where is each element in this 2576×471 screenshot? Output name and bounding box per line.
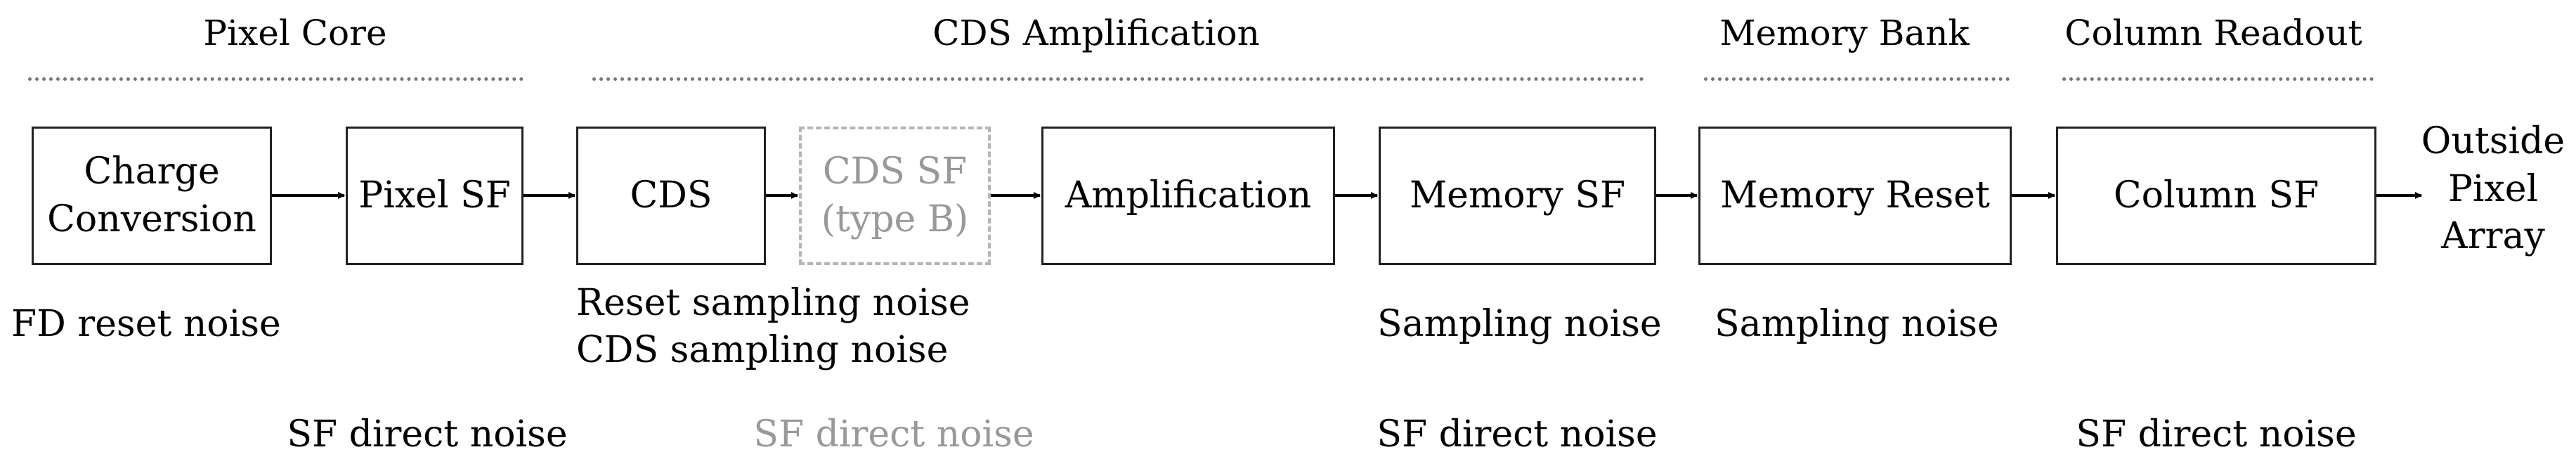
noise-reset-sampling: Reset sampling noise (576, 282, 970, 324)
noise-fd-reset: FD reset noise (11, 303, 281, 345)
section-rule-pixel-core (28, 77, 523, 81)
section-title-column-readout: Column Readout (2064, 13, 2362, 53)
section-rule-column-readout (2062, 77, 2374, 81)
noise-memory-sampling: Sampling noise (1377, 303, 1662, 345)
block-cds-sf-type-b: CDS SF (type B) (799, 127, 991, 265)
section-rule-memory-bank (1704, 77, 2010, 81)
block-memory-sf: Memory SF (1379, 127, 1656, 265)
block-pixel-sf: Pixel SF (346, 127, 523, 265)
block-column-sf: Column SF (2056, 127, 2376, 265)
output-label-outside-pixel-array: Outside Pixel Array (2421, 120, 2565, 258)
block-cds: CDS (576, 127, 766, 265)
section-rule-cds-amplification (592, 77, 1644, 81)
noise-column-sf-direct: SF direct noise (2076, 413, 2357, 456)
noise-cds-sf-direct: SF direct noise (753, 413, 1034, 456)
noise-cds-sampling: CDS sampling noise (576, 329, 949, 371)
block-amplification: Amplification (1041, 127, 1335, 265)
block-charge-conversion: Charge Conversion (32, 127, 272, 265)
section-title-cds-amplification: CDS Amplification (932, 13, 1260, 53)
block-memory-reset: Memory Reset (1698, 127, 2012, 265)
section-title-pixel-core: Pixel Core (203, 13, 387, 53)
noise-pixel-sf-direct: SF direct noise (287, 413, 568, 456)
section-title-memory-bank: Memory Bank (1719, 13, 1970, 53)
noise-memory-sf-direct: SF direct noise (1377, 413, 1658, 456)
noise-memory-reset-sampling: Sampling noise (1715, 303, 1999, 345)
